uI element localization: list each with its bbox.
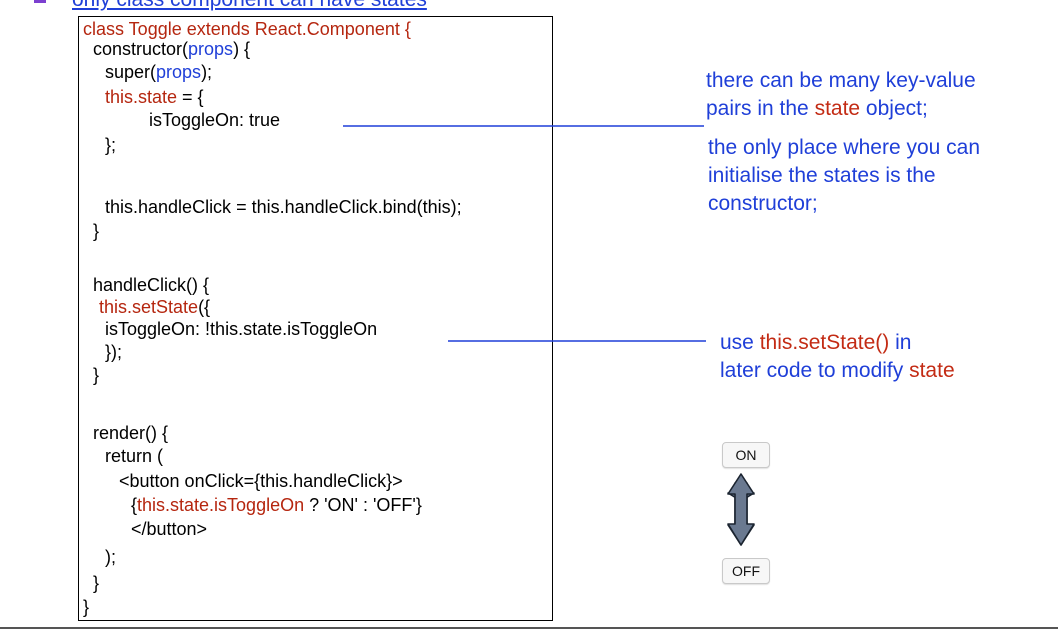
state-note: there can be many key-value pairs in the… — [706, 67, 976, 123]
code-line-10: this.setState({ — [99, 297, 210, 317]
code-line-2: constructor(props) { — [93, 39, 250, 59]
code-line-7: this.handleClick = this.handleClick.bind… — [105, 197, 462, 217]
code-token: render() { — [93, 423, 169, 443]
code-box: class Toggle extends React.Component { c… — [78, 16, 553, 621]
code-line-11: isToggleOn: !this.state.isToggleOn — [105, 319, 377, 339]
code-token: }); — [105, 342, 123, 362]
setstate-note-line: use this.setState() in — [720, 329, 955, 357]
code-token: super( — [105, 62, 157, 82]
code-token: ) { — [233, 39, 251, 59]
bottom-divider — [0, 627, 1058, 629]
note-text: in — [889, 331, 912, 354]
slide-heading: only class component can have states — [72, 0, 427, 12]
code-token: <button onClick={this.handleClick}> — [119, 471, 403, 491]
note-text-state: state — [909, 359, 955, 382]
code-token-props: props — [188, 39, 234, 59]
code-token: constructor( — [93, 39, 189, 59]
code-token: ); — [201, 62, 213, 82]
code-line-17: {this.state.isToggleOn ? 'ON' : 'OFF'} — [131, 495, 422, 515]
code-token: this.handleClick = this.handleClick.bind… — [105, 197, 462, 217]
code-line-15: return ( — [105, 446, 163, 466]
state-note-line: there can be many key-value — [706, 69, 976, 92]
code-token: ); — [105, 547, 116, 567]
code-line-19: ); — [105, 547, 116, 567]
state-note-constructor: the only place where you can initialise … — [708, 134, 980, 218]
setstate-note: use this.setState() in later code to mod… — [720, 329, 955, 385]
code-token: ? 'ON' : 'OFF'} — [304, 495, 422, 515]
toggle-on-button[interactable]: ON — [722, 442, 770, 468]
code-token: handleClick() { — [93, 275, 210, 295]
code-token: = { — [177, 87, 204, 107]
code-line-8: } — [93, 221, 99, 241]
code-line-18: </button> — [131, 519, 207, 539]
note-text: pairs in the — [706, 97, 815, 120]
code-line-12: }); — [105, 342, 122, 362]
code-token-set-state: this.setState — [99, 297, 199, 317]
note-text: use — [720, 331, 760, 354]
code-line-3: super(props); — [105, 62, 212, 82]
state-note-line: the only place where you can — [708, 136, 981, 159]
code-line-1: class Toggle extends React.Component { — [83, 19, 411, 39]
code-token: ({ — [198, 297, 211, 317]
code-line-14: render() { — [93, 423, 168, 443]
code-token: isToggleOn: true — [149, 110, 281, 130]
state-note-line: initialise the states is the — [708, 164, 936, 187]
code-token: return ( — [105, 446, 164, 466]
code-token: </button> — [131, 519, 208, 539]
code-line-21: } — [83, 597, 89, 617]
note-text: object; — [860, 97, 928, 120]
note-text: later code to modify — [720, 359, 910, 382]
code-token-props: props — [156, 62, 202, 82]
state-note-line: pairs in the state object; — [706, 95, 976, 123]
code-line-16: <button onClick={this.handleClick}> — [119, 471, 403, 491]
code-line-13: } — [93, 365, 99, 385]
code-line-9: handleClick() { — [93, 275, 209, 295]
code-line-5: isToggleOn: true — [149, 110, 280, 130]
code-token-this-state-is-toggle-on: this.state.isToggleOn — [137, 495, 305, 515]
note-text-setstate: this.setState() — [759, 331, 890, 354]
note-text-state: state — [814, 97, 861, 120]
code-token: isToggleOn: !this.state.isToggleOn — [105, 319, 378, 339]
double-arrow-icon — [727, 473, 755, 546]
code-token: } — [93, 221, 100, 241]
slide-bullet — [34, 0, 46, 3]
code-token: } — [83, 597, 90, 617]
code-line-20: } — [93, 573, 99, 593]
code-token: { — [131, 495, 138, 515]
code-token: } — [93, 365, 100, 385]
state-note-line: constructor; — [708, 192, 818, 215]
code-line-4: this.state = { — [105, 87, 204, 107]
code-token: } — [93, 573, 100, 593]
setstate-note-line: later code to modify state — [720, 357, 955, 385]
code-class-declaration: class Toggle extends React.Component { — [83, 19, 411, 39]
code-token: }; — [105, 135, 117, 155]
code-line-6: }; — [105, 135, 116, 155]
code-token-this-state: this.state — [105, 87, 178, 107]
toggle-off-button[interactable]: OFF — [722, 558, 770, 584]
